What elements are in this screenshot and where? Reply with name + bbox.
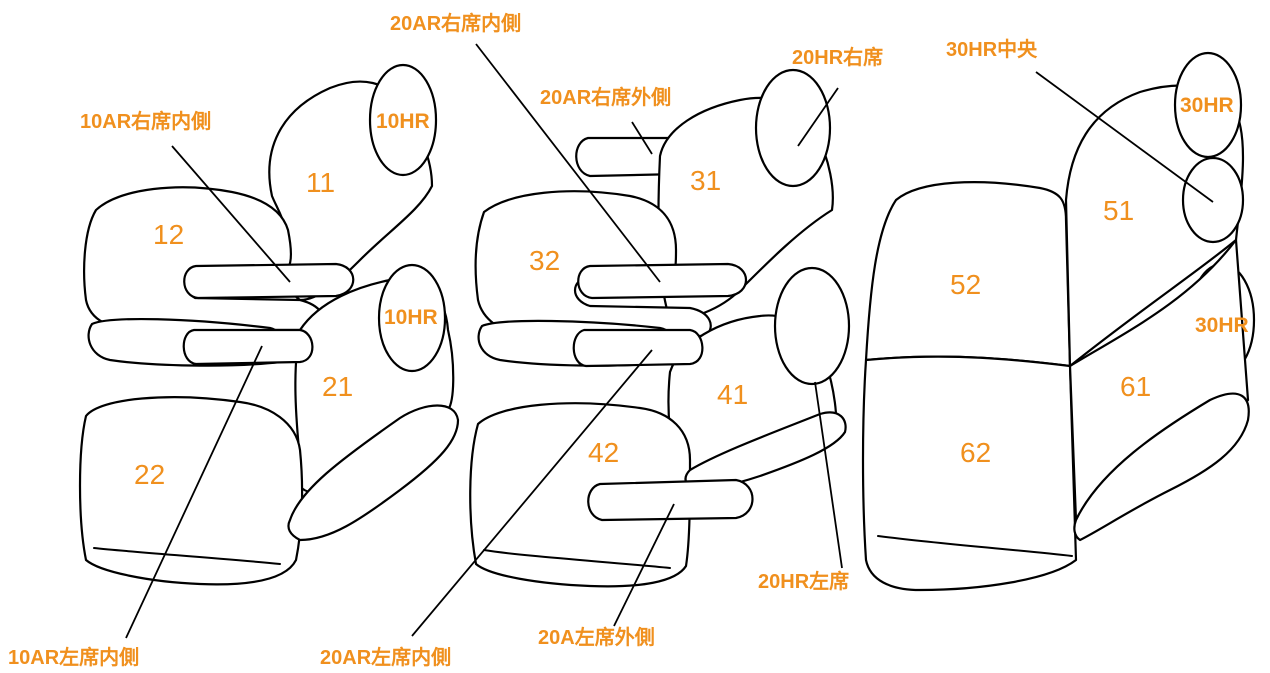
- leader-10ar-right-inner: [171, 145, 291, 283]
- seat-62-front-line: [877, 535, 1073, 557]
- armrest-20a-left-outer: [587, 478, 754, 522]
- armrest-20ar-right-inner: [577, 262, 747, 300]
- seat-number-11: 11: [306, 167, 335, 198]
- leader-20ar-right-outer: [631, 121, 653, 155]
- seat-number-42: 42: [588, 437, 619, 468]
- headrest-20hr-left: [773, 266, 851, 386]
- seat-number-61: 61: [1120, 371, 1151, 402]
- seat-number-51: 51: [1103, 195, 1134, 226]
- armrest-20ar-left-inner: [572, 328, 704, 368]
- headrest-20hr-right: [754, 68, 832, 188]
- callout-30hr-center: 30HR中央: [946, 37, 1038, 61]
- callout-10ar-left-inner: 10AR左席内側: [8, 645, 139, 669]
- leader-20ar-right-inner: [475, 43, 661, 283]
- callout-20ar-right-outer: 20AR右席外側: [540, 85, 671, 109]
- callout-20ar-right-inner: 20AR右席内側: [390, 11, 521, 35]
- armrest-10ar-right-inner: [183, 262, 355, 300]
- callout-10ar-right-inner: 10AR右席内側: [80, 109, 211, 133]
- seat-42-front-line: [483, 549, 671, 569]
- headrest-label-30hr-top: 30HR: [1180, 94, 1234, 117]
- headrest-10hr-upper: [368, 63, 438, 177]
- callout-20hr-left: 20HR左席: [758, 569, 849, 593]
- seat-21-bolster: [287, 404, 460, 542]
- headrest-label-10hr-upper: 10HR: [376, 110, 430, 133]
- seat-62-cushion: [861, 355, 1078, 592]
- callout-20ar-left-inner: 20AR左席内側: [320, 645, 451, 669]
- seat-22-front-line: [93, 547, 281, 565]
- leader-20hr-left: [814, 381, 843, 569]
- seat-number-31: 31: [690, 165, 721, 196]
- leader-30hr-center: [1035, 71, 1214, 203]
- leader-20a-left-outer: [613, 503, 675, 627]
- headrest-30hr-top: [1173, 51, 1243, 159]
- seat-number-52: 52: [950, 269, 981, 300]
- headrest-label-30hr-lower: 30HR: [1195, 314, 1249, 337]
- headrest-30hr-center: [1181, 156, 1245, 244]
- leader-20hr-right: [797, 87, 839, 147]
- leader-20ar-left-inner: [411, 349, 653, 637]
- seat-number-21: 21: [322, 371, 353, 402]
- seat-61-bolster: [1073, 392, 1250, 542]
- seat-number-22: 22: [134, 459, 165, 490]
- headrest-label-10hr-lower: 10HR: [384, 306, 438, 329]
- seat-number-62: 62: [960, 437, 991, 468]
- seat-number-12: 12: [153, 219, 184, 250]
- seat-42-cushion: [469, 402, 692, 588]
- leader-10ar-left-inner: [125, 345, 263, 639]
- seat-22-cushion: [78, 396, 304, 586]
- seat-number-41: 41: [717, 379, 748, 410]
- headrest-label-20hr-right: 20HR右席: [792, 45, 883, 69]
- headrest-10hr-lower: [377, 263, 447, 373]
- armrest-10ar-left-inner: [182, 328, 314, 366]
- callout-20a-left-outer: 20A左席外側: [538, 625, 655, 649]
- seat-number-32: 32: [529, 245, 560, 276]
